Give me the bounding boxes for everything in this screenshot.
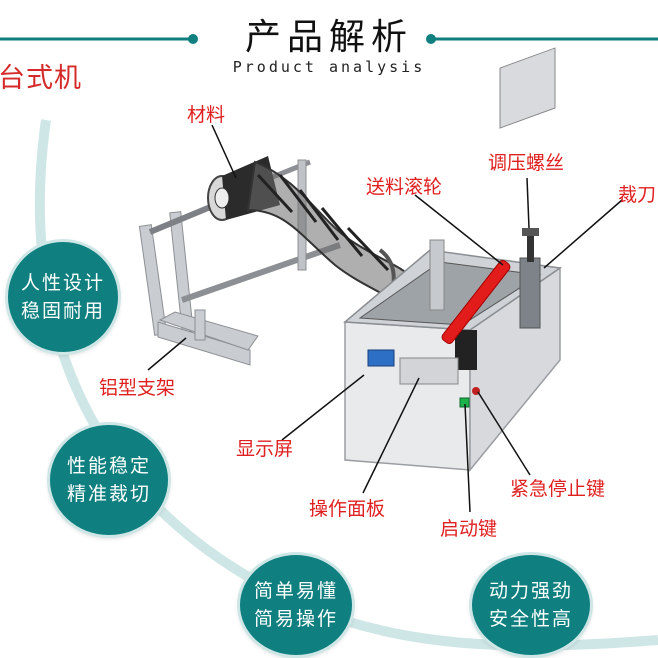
feature-bubble-design: 人性设计 稳固耐用 [8, 242, 118, 352]
callout-operation-panel: 操作面板 [309, 498, 386, 520]
display-screen [367, 349, 395, 367]
callout-pressure-screw: 调压螺丝 [488, 152, 565, 174]
header-divider [0, 34, 658, 44]
callout-emergency-stop: 紧急停止键 [510, 478, 606, 500]
callout-aluminum-frame: 铝型支架 [99, 377, 176, 399]
feature-line: 安全性高 [488, 608, 573, 630]
callout-feed-roller: 送料滚轮 [366, 176, 443, 198]
callout-display: 显示屏 [236, 438, 294, 460]
feature-line: 稳固耐用 [20, 300, 105, 322]
feature-line: 精准裁切 [66, 483, 151, 505]
machine-type-label: 台式机 [0, 63, 82, 94]
feature-bubble-power: 动力强劲 安全性高 [472, 555, 590, 655]
pressure-screw [522, 228, 539, 262]
page-subtitle: Product analysis [232, 58, 426, 76]
callout-cutter: 裁刀 [618, 184, 657, 206]
machine-illustration [138, 47, 563, 473]
feature-bubble-easy: 简单易懂 简易操作 [240, 555, 352, 655]
callout-material: 材料 [187, 104, 226, 126]
feature-line: 动力强劲 [488, 580, 573, 602]
feature-line: 性能稳定 [66, 455, 151, 477]
feed-roller [441, 260, 511, 344]
operation-panel-keys [399, 357, 459, 385]
page-title: 产品解析 [244, 17, 413, 58]
aluminum-frame [138, 159, 341, 366]
leader-lines [147, 124, 623, 513]
feature-line: 人性设计 [20, 272, 105, 294]
feature-line: 简易操作 [253, 608, 338, 630]
callout-start-key: 启动键 [440, 518, 498, 540]
feature-line: 简单易懂 [253, 580, 338, 602]
feature-bubble-stability: 性能稳定 精准裁切 [50, 425, 168, 535]
